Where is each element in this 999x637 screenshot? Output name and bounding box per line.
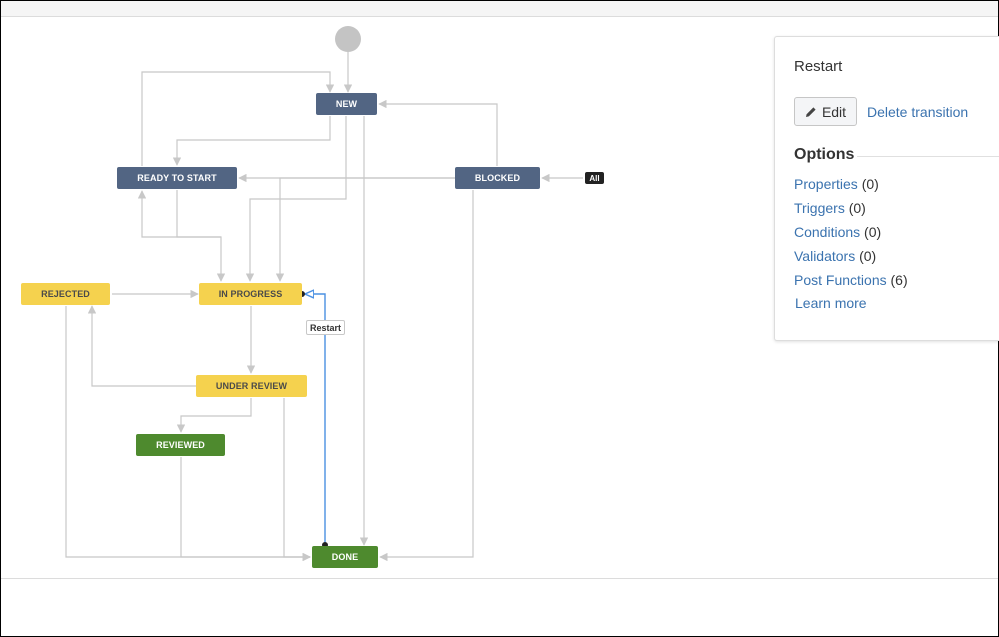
delete-transition-link[interactable]: Delete transition bbox=[867, 104, 969, 120]
option-conditions-count: (0) bbox=[864, 224, 882, 240]
options-divider bbox=[857, 156, 999, 157]
edge-underreview-to-rejected[interactable] bbox=[87, 305, 196, 387]
edge-inprogress-to-ready[interactable] bbox=[137, 190, 221, 238]
status-ready-to-start[interactable]: READY TO START bbox=[117, 167, 237, 189]
edge-restart-selected[interactable] bbox=[305, 294, 326, 545]
edge-reviewed-to-done[interactable] bbox=[180, 457, 311, 562]
option-conditions-link[interactable]: Conditions bbox=[794, 224, 861, 240]
status-reviewed[interactable]: REVIEWED bbox=[136, 434, 225, 456]
edge-ready-to-inprogress[interactable] bbox=[176, 190, 226, 282]
options-heading: Options bbox=[794, 146, 855, 163]
status-done[interactable]: DONE bbox=[312, 546, 378, 568]
global-transition-badge[interactable]: All bbox=[585, 172, 604, 184]
panel-title: Restart bbox=[794, 58, 843, 75]
status-under-review[interactable]: UNDER REVIEW bbox=[196, 375, 307, 397]
option-post-functions: Post Functions (6) bbox=[794, 272, 908, 288]
learn-more-link[interactable]: Learn more bbox=[795, 295, 867, 311]
edge-underreview-to-done[interactable] bbox=[283, 398, 311, 562]
canvas-bottom-divider bbox=[1, 578, 998, 579]
status-in-progress[interactable]: IN PROGRESS bbox=[199, 283, 302, 305]
edit-button-label: Edit bbox=[821, 103, 847, 120]
option-properties-count: (0) bbox=[861, 176, 879, 192]
option-triggers: Triggers (0) bbox=[794, 200, 866, 216]
option-triggers-link[interactable]: Triggers bbox=[794, 200, 845, 216]
workflow-start-node bbox=[335, 26, 361, 52]
edit-button[interactable]: Edit bbox=[794, 97, 857, 126]
edge-new-to-ready[interactable] bbox=[172, 116, 331, 166]
status-blocked[interactable]: BLOCKED bbox=[455, 167, 540, 189]
status-rejected[interactable]: REJECTED bbox=[21, 283, 110, 305]
transition-properties-panel: Restart Edit Delete transition Options P… bbox=[774, 36, 999, 341]
edge-rejected-to-done[interactable] bbox=[65, 306, 311, 562]
option-post-functions-count: (6) bbox=[890, 272, 908, 288]
edge-new-to-inprogress[interactable] bbox=[245, 116, 347, 282]
top-toolbar-strip bbox=[1, 1, 998, 17]
option-properties: Properties (0) bbox=[794, 176, 879, 192]
edge-blocked-to-inprogress[interactable] bbox=[275, 177, 455, 282]
option-validators-link[interactable]: Validators bbox=[794, 248, 856, 264]
edge-blocked-to-new[interactable] bbox=[378, 99, 498, 166]
option-validators: Validators (0) bbox=[794, 248, 876, 264]
pencil-icon bbox=[805, 106, 817, 118]
option-conditions: Conditions (0) bbox=[794, 224, 881, 240]
edge-blocked-to-done[interactable] bbox=[379, 190, 474, 562]
option-post-functions-link[interactable]: Post Functions bbox=[794, 272, 887, 288]
option-triggers-count: (0) bbox=[848, 200, 866, 216]
edge-ready-to-new[interactable] bbox=[141, 71, 335, 166]
transition-label-restart[interactable]: Restart bbox=[306, 320, 345, 335]
option-validators-count: (0) bbox=[859, 248, 877, 264]
option-properties-link[interactable]: Properties bbox=[794, 176, 858, 192]
edge-underreview-to-reviewed[interactable] bbox=[176, 398, 252, 433]
status-new[interactable]: NEW bbox=[316, 93, 377, 115]
